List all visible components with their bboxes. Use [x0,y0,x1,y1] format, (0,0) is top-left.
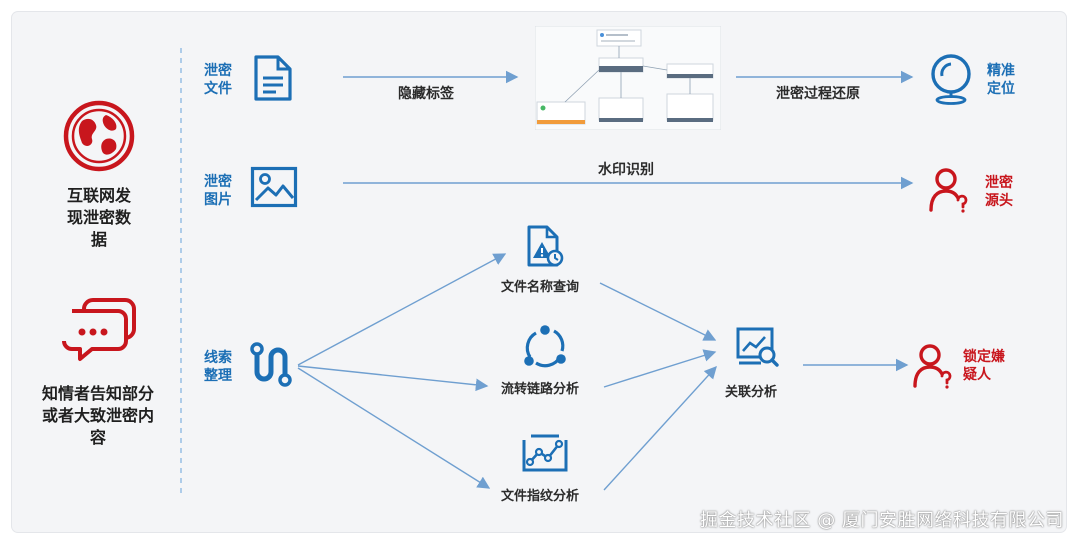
label-leak-source: 泄密 源头 [985,175,1013,209]
edge-label-hidden-tag: 隐藏标签 [398,86,454,102]
label-flow-chain: 流转链路分析 [501,382,580,397]
cycle-icon [524,325,566,368]
trend-chart-icon [521,434,569,472]
chat-bubbles-icon [62,298,136,361]
route-icon [250,342,292,387]
document-icon [254,55,292,101]
arrow-clue-to-flow [297,365,489,392]
label-fingerprint: 文件指纹分析 [501,489,580,504]
arrow-flow-to-correlation [603,349,717,388]
label-lock-suspect: 锁定嫌 疑人 [963,349,1005,383]
label-clue-sort: 线索 整理 [204,350,232,384]
monitor-search-icon [736,327,779,367]
globe-icon [63,100,135,172]
image-icon [250,166,298,208]
label-insider-told: 知情者告知部分 或者大致泄密内 容 [41,384,154,447]
person-question-icon [929,168,968,213]
label-internet-found: 互联网发 现泄密数 据 [66,186,131,249]
watermark-text: 掘金技术社区 @ 厦门安胜网络科技有限公司 [700,510,1064,531]
label-precise-locate: 精准 定位 [987,63,1015,97]
arrow-clue-to-filename [297,253,507,366]
location-pin-icon [931,54,971,105]
arrow-clue-to-fingerprint [297,367,491,489]
label-leak-image: 泄密 图片 [204,174,232,208]
label-filename-query: 文件名称查询 [501,280,580,295]
file-warning-icon [527,225,564,267]
edge-label-watermark-id: 水印识别 [598,162,654,178]
arrow-fingerprint-to-correlation [603,365,717,491]
label-correlation: 关联分析 [725,385,778,400]
process-screenshot-thumbnail [535,26,721,130]
arrow-filename-to-correlation [599,282,717,341]
label-leak-file: 泄密 文件 [204,63,232,97]
person-question-icon [913,344,952,389]
edge-label-restore-process: 泄密过程还原 [776,86,860,102]
